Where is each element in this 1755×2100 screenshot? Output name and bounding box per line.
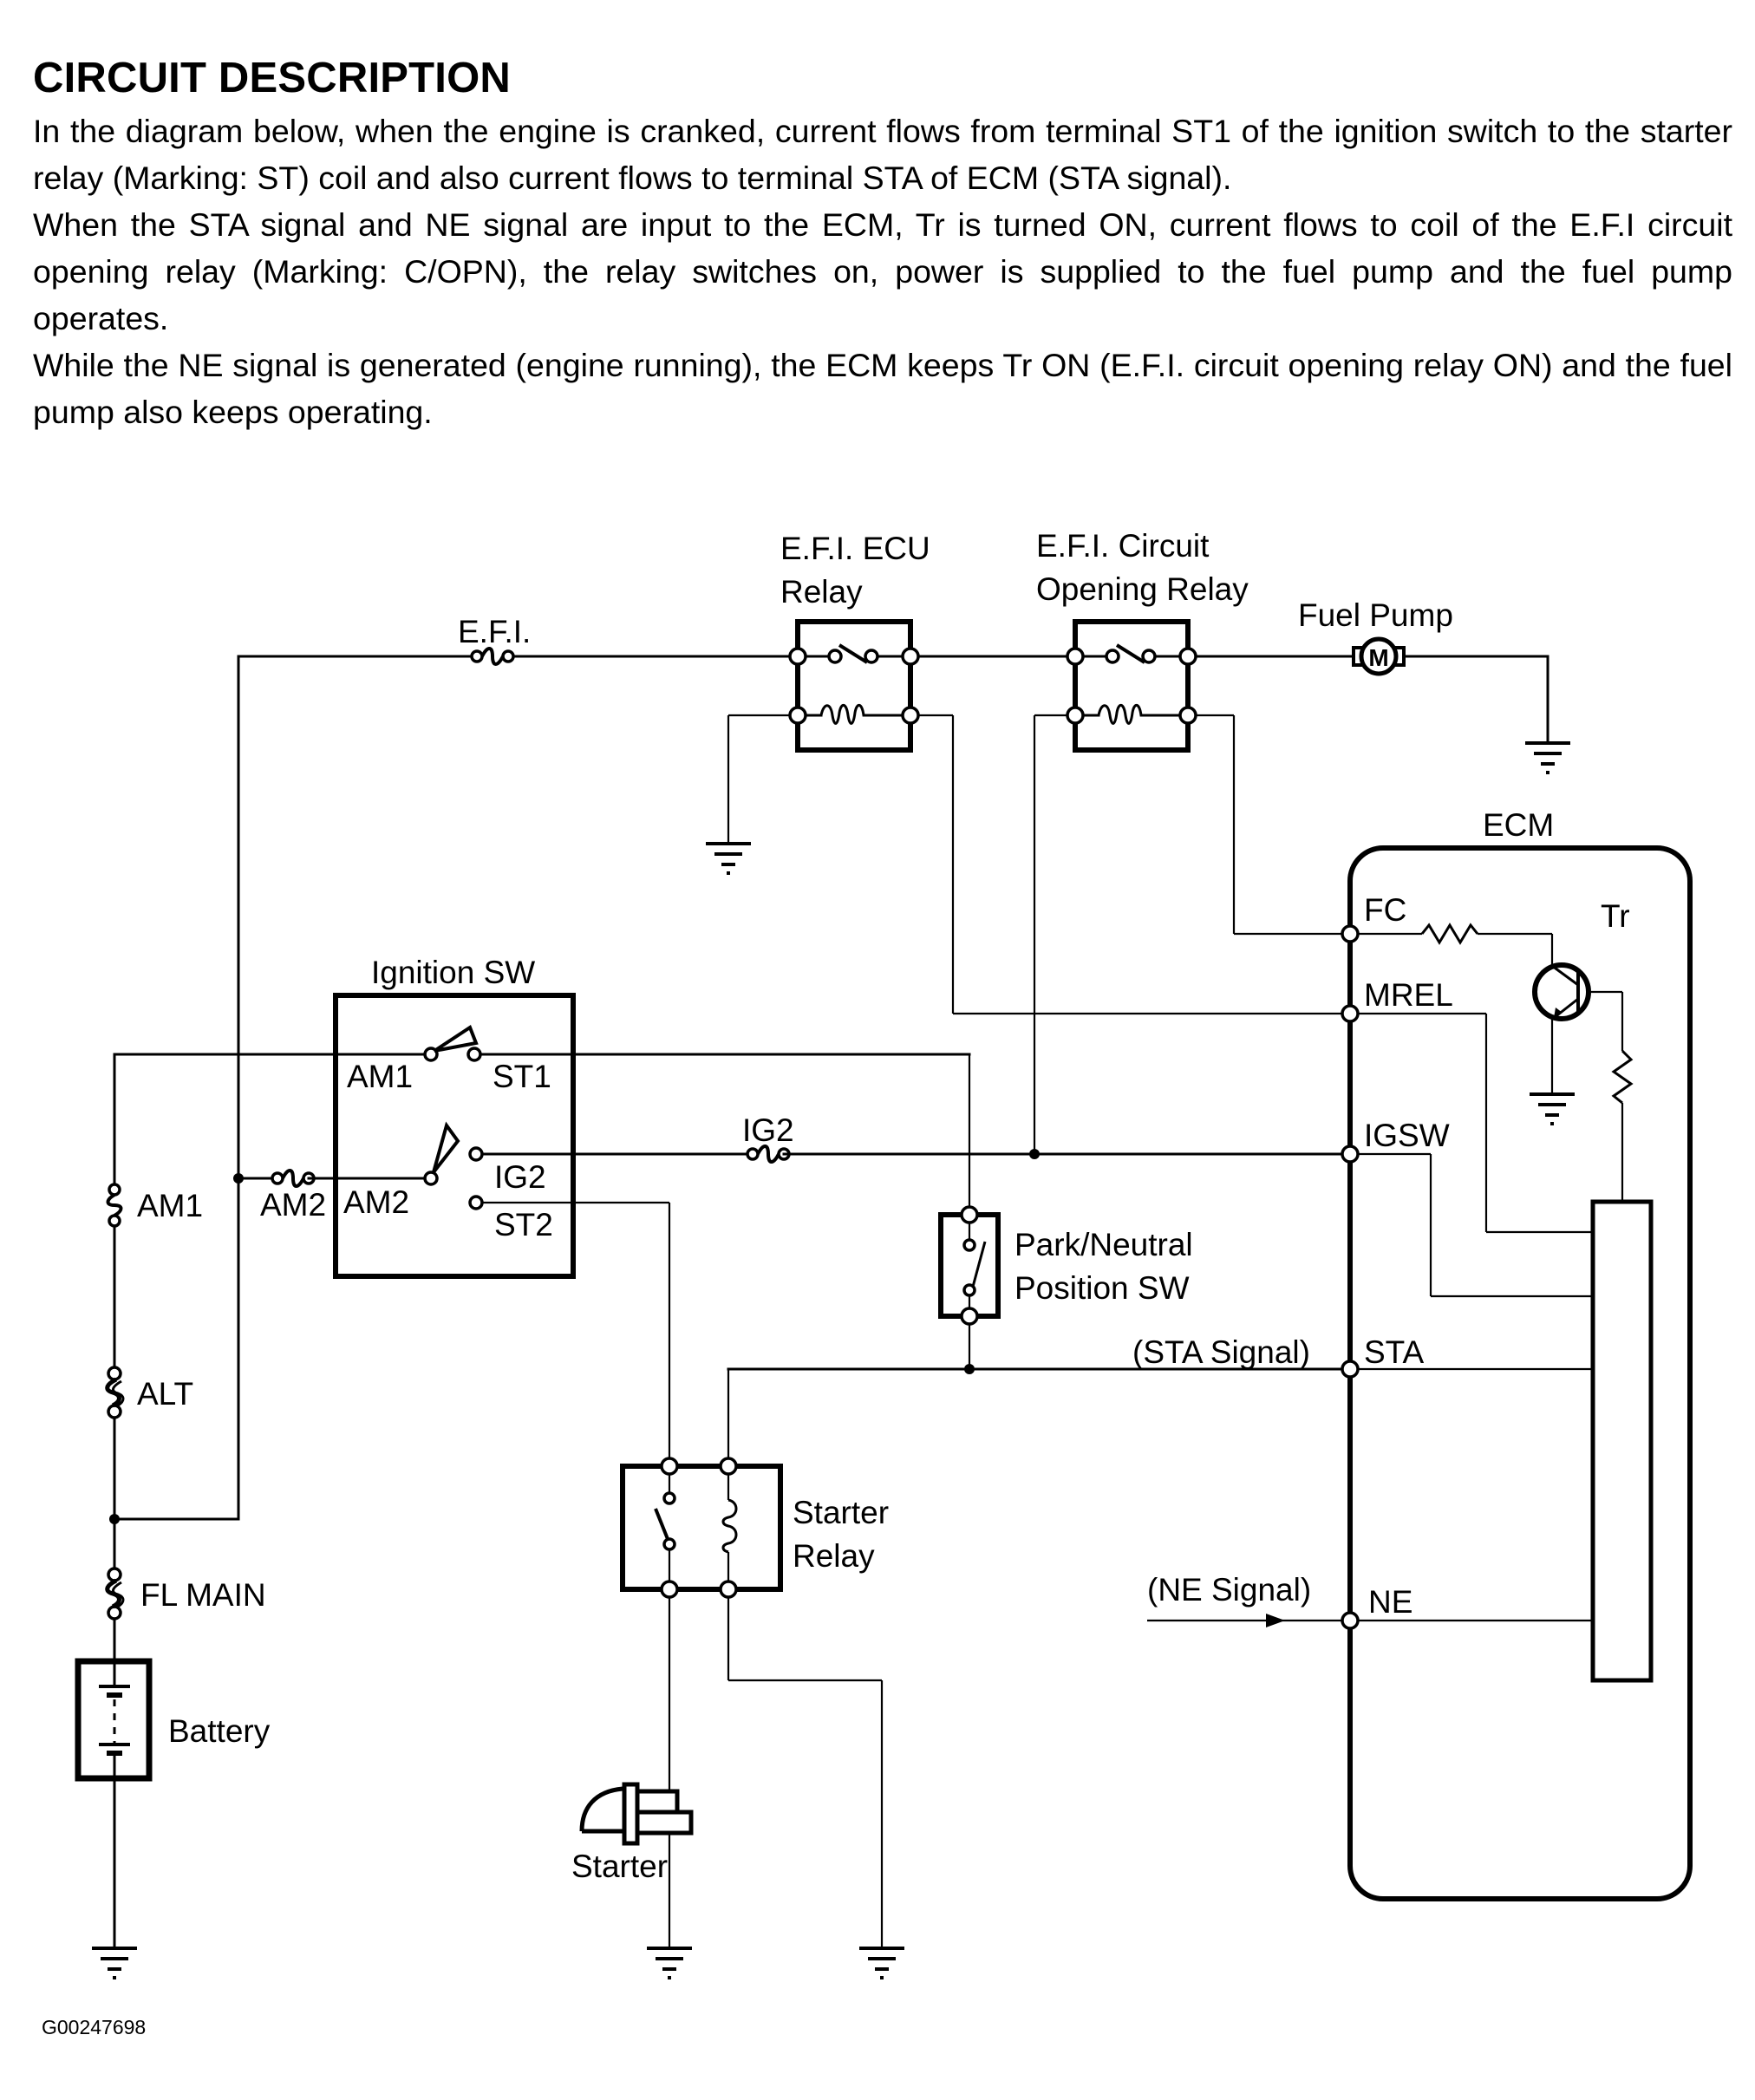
terminal-label: ST2 xyxy=(494,1207,553,1242)
ground-icon xyxy=(90,1947,139,1979)
section-title: CIRCUIT DESCRIPTION xyxy=(33,55,511,101)
circuit-opening-relay: E.F.I. Circuit Opening Relay xyxy=(1036,528,1249,753)
arrow-right-icon xyxy=(1266,1614,1285,1627)
fusible-link-icon xyxy=(108,1367,123,1418)
fuse-efi: E.F.I. xyxy=(458,614,531,666)
terminal-fc xyxy=(1341,924,1360,943)
transistor-label: Tr xyxy=(1601,898,1630,934)
description-paragraph: While the NE signal is generated (engine… xyxy=(33,347,1732,430)
terminal-label: AM1 xyxy=(347,1059,413,1094)
ecm-terminal-label: MREL xyxy=(1364,977,1453,1013)
ecm-logic-block xyxy=(1590,1199,1654,1683)
power-supply-column xyxy=(90,655,336,1979)
circuit-description: CIRCUIT DESCRIPTION In the diagram below… xyxy=(33,54,1732,435)
fuse-icon xyxy=(470,647,515,666)
switch-label: Park/Neutral xyxy=(1015,1227,1193,1262)
fuel-pump: Fuel Pump M xyxy=(1298,597,1453,676)
starter-label: Starter xyxy=(571,1849,668,1884)
terminal-label: IG2 xyxy=(494,1159,546,1195)
fuse-alt: ALT xyxy=(108,1367,193,1418)
ecm-terminal-label: IGSW xyxy=(1364,1118,1450,1153)
description-paragraph: In the diagram below, when the engine is… xyxy=(33,113,1732,196)
description-paragraph: When the STA signal and NE signal are in… xyxy=(33,206,1732,336)
motor-symbol: M xyxy=(1368,644,1388,671)
ground-icon xyxy=(858,1947,906,1979)
starter-motor: Starter xyxy=(571,1782,694,1884)
fuse-label: IG2 xyxy=(742,1112,794,1148)
motor-icon xyxy=(1359,636,1399,676)
park-neutral-position-switch: Park/Neutral Position SW xyxy=(938,1205,1193,1326)
relay-label: Opening Relay xyxy=(1036,571,1249,607)
starter-relay: Starter Relay xyxy=(620,1457,889,1599)
fuel-pump-label: Fuel Pump xyxy=(1298,597,1453,633)
figure-id: G00247698 xyxy=(42,2016,146,2038)
fuse-icon xyxy=(106,1183,123,1228)
ignition-switch-label: Ignition SW xyxy=(371,955,535,990)
ground-icon xyxy=(704,842,753,875)
relay-label: E.F.I. ECU xyxy=(780,531,930,566)
terminal-sta xyxy=(1341,1360,1360,1379)
ecm-terminal-label: STA xyxy=(1364,1334,1425,1370)
fuse-label: AM1 xyxy=(137,1188,203,1223)
fuse-label: FL MAIN xyxy=(140,1577,266,1613)
sta-signal-label: (STA Signal) xyxy=(1132,1334,1310,1370)
fuse-label: E.F.I. xyxy=(458,614,531,649)
ecm-terminal-label: FC xyxy=(1364,892,1406,928)
battery-label: Battery xyxy=(168,1713,271,1749)
terminal-label: AM2 xyxy=(343,1184,409,1220)
efi-ecu-relay: E.F.I. ECU Relay xyxy=(780,531,930,753)
ground-icon xyxy=(1523,741,1572,774)
relay-label: Relay xyxy=(780,574,863,610)
ne-signal-input: (NE Signal) xyxy=(1147,1572,1342,1627)
terminal-igsw xyxy=(1341,1145,1360,1164)
switch-label: Position SW xyxy=(1015,1270,1190,1306)
ground-icon xyxy=(1528,1092,1576,1125)
terminal-label: ST1 xyxy=(493,1059,551,1094)
ground-icon xyxy=(645,1947,694,1979)
fusible-link-icon xyxy=(108,1568,123,1619)
ecm-terminal-label: NE xyxy=(1368,1584,1412,1620)
ecm: ECM FC Tr MREL IGSW xyxy=(953,807,1693,1901)
fuse-fl-main: FL MAIN xyxy=(108,1568,266,1619)
relay-label: E.F.I. Circuit xyxy=(1036,528,1210,564)
ignition-switch: Ignition SW AM1 ST1 AM2 AM2 IG2 ST2 xyxy=(233,955,576,1279)
relay-label: Relay xyxy=(793,1538,875,1574)
fuse-label: ALT xyxy=(137,1376,193,1412)
terminal-mrel xyxy=(1341,1004,1360,1023)
ne-signal-label: (NE Signal) xyxy=(1147,1572,1311,1608)
terminal-ne xyxy=(1341,1611,1360,1630)
ecm-label: ECM xyxy=(1483,807,1554,843)
relay-label: Starter xyxy=(793,1495,889,1530)
fuse-label: AM2 xyxy=(260,1187,326,1223)
transistor-tr: Tr xyxy=(1528,898,1634,1202)
battery: Battery xyxy=(75,1658,271,1782)
fuse-am1: AM1 xyxy=(106,1183,203,1228)
